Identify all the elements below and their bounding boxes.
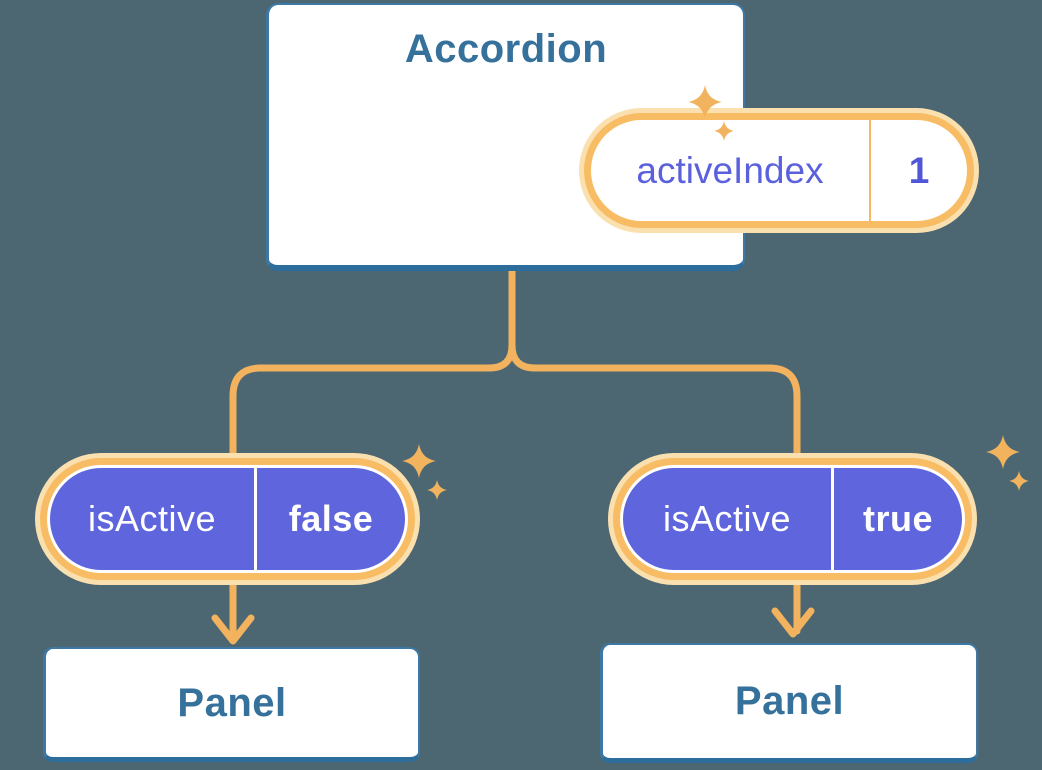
sparkle-icon — [714, 121, 734, 141]
panel-component-card-right: Panel — [600, 643, 978, 763]
prop-pill-isactive-false: isActive false — [35, 453, 420, 585]
prop-pill-fill: isActive false — [50, 468, 405, 570]
pill-divider — [831, 468, 834, 570]
sparkle-icon — [402, 444, 436, 478]
prop-name-label: isActive — [87, 498, 217, 539]
accordion-component-card: Accordion activeIndex 1 — [266, 3, 979, 271]
state-pill-ring: activeIndex 1 — [584, 113, 974, 228]
panel-title: Panel — [177, 680, 287, 725]
panel-title: Panel — [734, 679, 845, 723]
sparkle-icon — [1009, 471, 1029, 491]
prop-pill-body: isActive false — [47, 465, 408, 573]
prop-pill-ring: isActive true — [613, 458, 972, 580]
arrowhead-left-icon — [211, 614, 255, 645]
prop-pill-body: isActive true — [620, 465, 965, 573]
sparkle-icon — [427, 480, 447, 500]
prop-pill-ring: isActive false — [40, 458, 415, 580]
branch-left-line — [229, 341, 516, 640]
arrowhead-right-icon — [771, 607, 815, 638]
accordion-title: Accordion — [404, 27, 608, 71]
prop-pill-isactive-true: isActive true — [608, 453, 977, 585]
branch-right-line — [508, 341, 801, 635]
state-pill-activeindex: activeIndex 1 — [579, 108, 979, 233]
state-pill-body: activeIndex 1 — [591, 120, 967, 221]
prop-value-label: true — [862, 498, 933, 539]
prop-pill-fill: isActive true — [623, 468, 962, 570]
prop-name-label: isActive — [662, 498, 792, 539]
pill-divider — [254, 468, 257, 570]
state-value-label: 1 — [908, 149, 930, 191]
panel-component-card-left: Panel — [43, 647, 420, 762]
prop-value-label: false — [288, 498, 374, 539]
sparkle-icon — [688, 85, 722, 119]
state-name-label: activeIndex — [636, 149, 824, 191]
sparkle-icon — [986, 435, 1020, 469]
pill-divider — [869, 120, 871, 221]
